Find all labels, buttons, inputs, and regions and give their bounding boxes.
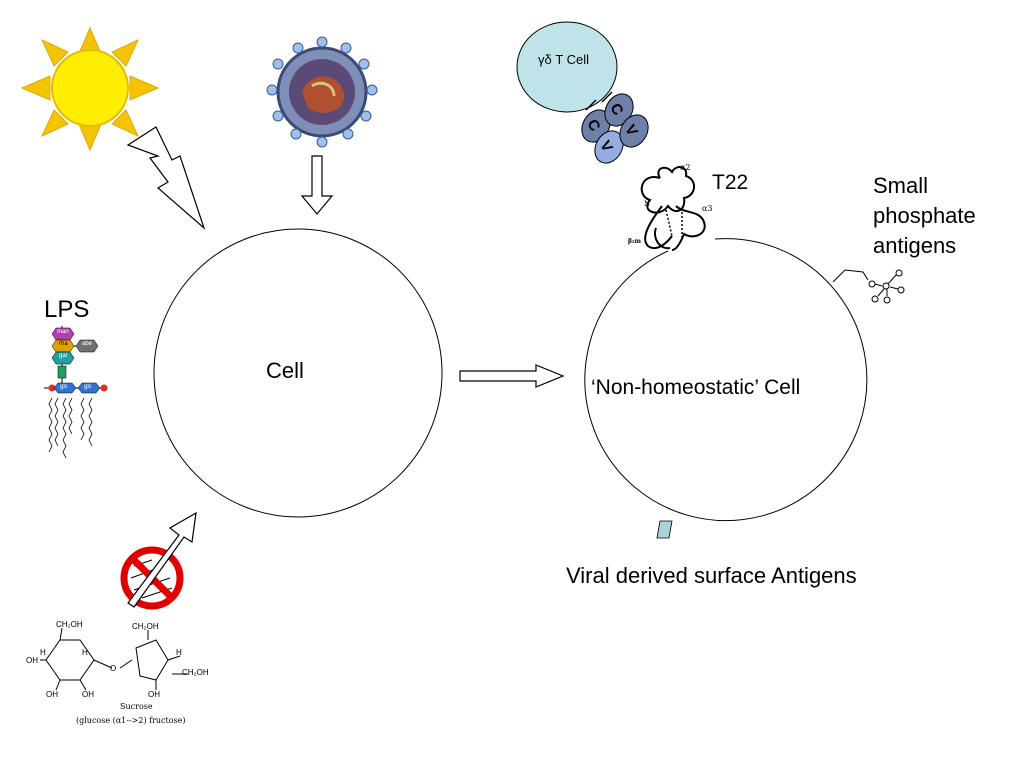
sucrose-structure xyxy=(40,627,188,691)
sucrose-oh-4: OH xyxy=(148,690,160,699)
t22-n-label: N xyxy=(644,200,651,208)
lps-gal-block xyxy=(51,351,75,365)
lps-molecule xyxy=(44,326,108,459)
sucrose-oh-3: OH xyxy=(82,690,94,699)
lps-label: LPS xyxy=(44,296,90,323)
sucrose-h-1: H xyxy=(82,648,88,657)
lps-glc-text-1: glc xyxy=(60,384,68,390)
tcr-v-domain-2 xyxy=(619,114,649,148)
small-phosphate-antigens-line-1: Small xyxy=(873,173,929,198)
sucrose-name: Sucrose xyxy=(120,702,153,711)
sucrose-h-2: H xyxy=(40,648,46,657)
small-phosphate-antigens-line-2: phosphate xyxy=(873,203,976,228)
sucrose-oh-2: OH xyxy=(46,690,58,699)
t22-beta-label: β₂m xyxy=(628,238,641,245)
gd-t-cell-label: γδ T Cell xyxy=(538,52,590,67)
lps-gal-text: gal xyxy=(59,353,68,359)
lps-abe-text: abe xyxy=(82,341,93,347)
t22-alpha3-label: α3 xyxy=(702,204,713,213)
t22-alpha2-label: α2 xyxy=(680,163,691,172)
phosphate-antigen-molecule xyxy=(832,269,905,304)
lps-glc-block-2 xyxy=(77,382,101,394)
lps-rha-text: rha xyxy=(59,341,68,347)
sucrose-ch2oh-1: CH₂OH xyxy=(56,620,83,629)
lps-glc-block-1 xyxy=(53,382,77,394)
virus-icon xyxy=(266,36,378,148)
transform-arrow xyxy=(459,364,565,388)
tcr-v-domain-1 xyxy=(594,130,624,164)
viral-antigens-label: Viral derived surface Antigens xyxy=(566,563,857,588)
lps-lipid-tails xyxy=(48,397,93,459)
t22-structure xyxy=(640,166,706,251)
lps-glc-text-2: glc xyxy=(84,384,92,390)
sucrose-ch2oh-3: CH₂OH xyxy=(182,668,209,677)
sucrose-formula: (glucose (α1-->2) fructose) xyxy=(76,716,186,725)
tcr-receptor xyxy=(581,91,649,164)
sucrose-o-bridge: O xyxy=(110,664,117,673)
sun-icon xyxy=(20,26,160,152)
non-homeostatic-cell-circle xyxy=(584,238,868,522)
small-phosphate-antigens-label: Small phosphate antigens xyxy=(873,171,976,261)
sucrose-h-3: H xyxy=(176,648,182,657)
lightning-bolt-icon xyxy=(126,126,206,230)
small-phosphate-antigens-line-3: antigens xyxy=(873,233,957,258)
lps-core-block xyxy=(57,365,67,379)
t22-label: T22 xyxy=(712,171,749,194)
cell-label: Cell xyxy=(266,358,304,383)
virus-down-arrow xyxy=(300,155,334,215)
lps-man-text: man xyxy=(57,329,69,335)
sucrose-oh-1: OH xyxy=(26,656,38,665)
lps-phosphate-right xyxy=(100,384,108,392)
lps-abe-block xyxy=(75,339,99,353)
lps-phosphate-left xyxy=(48,384,56,392)
gd-t-cell xyxy=(516,21,618,113)
cell-circle xyxy=(153,228,443,518)
viral-antigen-marker xyxy=(656,520,673,539)
sucrose-ch2oh-2: CH₂OH xyxy=(132,622,159,631)
non-homeostatic-cell-label: ‘Non-homeostatic’ Cell xyxy=(591,376,801,399)
sucrose-up-arrow xyxy=(127,511,197,608)
